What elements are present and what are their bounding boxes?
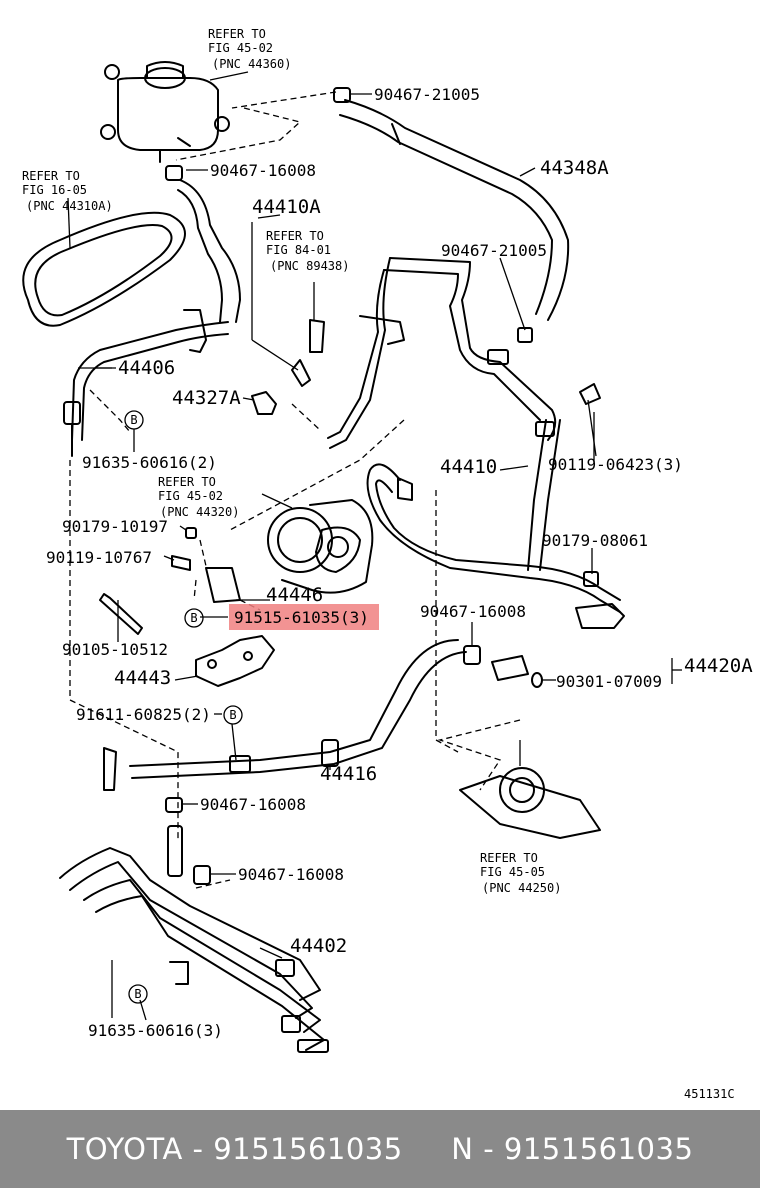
label-90467-16008-d: 90467-16008 bbox=[238, 865, 344, 884]
label-90467-16008-b: 90467-16008 bbox=[420, 602, 526, 621]
b-marker-2: B bbox=[184, 608, 204, 628]
label-44327a: 44327A bbox=[172, 387, 241, 409]
svg-text:B: B bbox=[229, 708, 236, 722]
footer-bar: TOYOTA - 9151561035 N - 9151561035 bbox=[0, 1110, 760, 1188]
label-44406: 44406 bbox=[118, 357, 175, 379]
tube-44410a-drawing bbox=[251, 214, 557, 449]
label-91515-61035: 91515-61035(3) bbox=[234, 608, 369, 627]
ref-fig-16-05-line3: (PNC 44310A) bbox=[26, 199, 113, 213]
hose-44410-drawing bbox=[366, 383, 625, 629]
label-44443: 44443 bbox=[114, 667, 171, 689]
hose-44348a-drawing bbox=[333, 87, 570, 321]
hose-44416-drawing bbox=[103, 639, 467, 813]
ref-fig-45-02-top-line3: (PNC 44360) bbox=[212, 57, 291, 71]
ref-fig-45-02-mid-line1: REFER TO bbox=[158, 475, 216, 489]
figure-code: 451131C bbox=[684, 1087, 735, 1101]
svg-text:B: B bbox=[130, 413, 137, 427]
ref-fig-45-02-top-line1: REFER TO bbox=[208, 27, 266, 41]
pump-assembly-drawing bbox=[171, 493, 374, 603]
clamp-44327a-drawing bbox=[242, 391, 277, 415]
ref-fig-16-05-line1: REFER TO bbox=[22, 169, 80, 183]
leader-lines bbox=[96, 93, 595, 1021]
ref-fig-45-02-top-line2: FIG 45-02 bbox=[208, 41, 273, 55]
label-44402: 44402 bbox=[290, 935, 347, 957]
bolt-90105-drawing bbox=[99, 593, 143, 636]
label-90467-21005-mid: 90467-21005 bbox=[441, 241, 547, 260]
svg-text:B: B bbox=[134, 987, 141, 1001]
ref-fig-45-02-mid-line2: FIG 45-02 bbox=[158, 489, 223, 503]
ref-fig-45-05-line3: (PNC 44250) bbox=[482, 881, 561, 895]
label-44410a: 44410A bbox=[252, 196, 321, 218]
label-44420a: 44420A bbox=[684, 655, 753, 677]
label-90467-16008-a: 90467-16008 bbox=[210, 161, 316, 180]
ref-fig-84-01-line1: REFER TO bbox=[266, 229, 324, 243]
part-number-labels: 90467-21005 44348A 90467-16008 44410A 90… bbox=[46, 85, 753, 1040]
dashed-leader-lines bbox=[69, 91, 521, 889]
reservoir-tank-drawing bbox=[100, 61, 249, 163]
bracket-44443-drawing bbox=[195, 635, 275, 687]
ref-fig-45-05-line1: REFER TO bbox=[480, 851, 538, 865]
ref-fig-16-05-line2: FIG 16-05 bbox=[22, 183, 87, 197]
ref-fig-84-01-line3: (PNC 89438) bbox=[270, 259, 349, 273]
label-90119-06423: 90119-06423(3) bbox=[548, 455, 683, 474]
hose-44406-drawing bbox=[63, 165, 241, 457]
drive-belt-drawing bbox=[22, 197, 186, 327]
ref-fig-45-05-line2: FIG 45-05 bbox=[480, 865, 545, 879]
label-44416: 44416 bbox=[320, 763, 377, 785]
label-90467-21005-top: 90467-21005 bbox=[374, 85, 480, 104]
label-90467-16008-c: 90467-16008 bbox=[200, 795, 306, 814]
label-90105-10512: 90105-10512 bbox=[62, 640, 168, 659]
b-marker-3: B bbox=[223, 705, 243, 725]
ref-fig-84-01-line2: FIG 84-01 bbox=[266, 243, 331, 257]
cooler-44402-drawing bbox=[59, 825, 329, 1053]
steering-gear-drawing bbox=[459, 740, 601, 839]
highlight-box bbox=[229, 604, 379, 630]
label-44348a: 44348A bbox=[540, 157, 609, 179]
label-90301-07009: 90301-07009 bbox=[556, 672, 662, 691]
ref-fig-45-02-mid-line3: (PNC 44320) bbox=[160, 505, 239, 519]
b-markers: B B B B bbox=[124, 410, 243, 1004]
label-91635-60616-3: 91635-60616(3) bbox=[88, 1021, 223, 1040]
label-91611-60825: 91611-60825(2) bbox=[76, 705, 211, 724]
label-90179-08061: 90179-08061 bbox=[542, 531, 648, 550]
svg-text:B: B bbox=[190, 611, 197, 625]
label-91635-60616-2: 91635-60616(2) bbox=[82, 453, 217, 472]
label-44446: 44446 bbox=[266, 584, 323, 606]
label-44410: 44410 bbox=[440, 456, 497, 478]
label-90179-10197: 90179-10197 bbox=[62, 517, 168, 536]
b-marker-4: B bbox=[128, 984, 148, 1004]
b-marker-1: B bbox=[124, 410, 144, 452]
reference-labels: REFER TO FIG 45-02 (PNC 44360) REFER TO … bbox=[22, 27, 561, 895]
label-90119-10767: 90119-10767 bbox=[46, 548, 152, 567]
footer-part-number-text: TOYOTA - 9151561035 N - 9151561035 bbox=[66, 1132, 694, 1166]
parts-diagram: REFER TO FIG 45-02 (PNC 44360) REFER TO … bbox=[22, 27, 753, 1101]
